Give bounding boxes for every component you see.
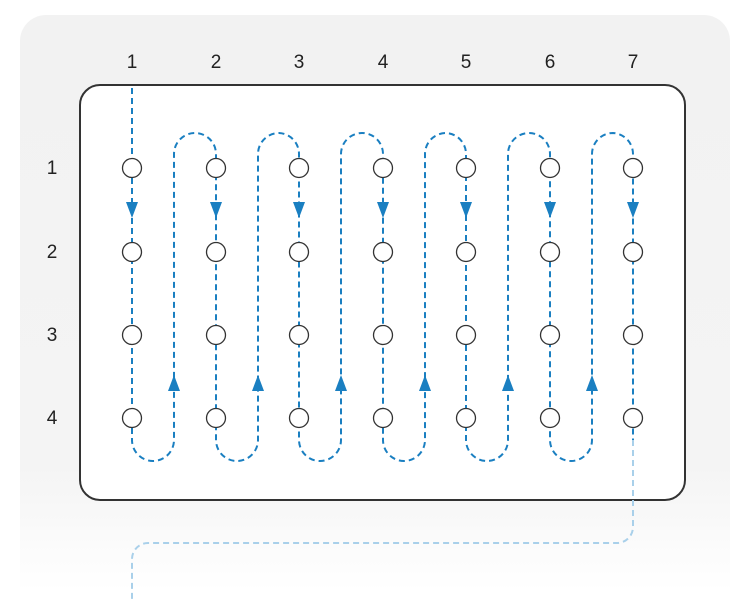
up-arrow xyxy=(168,375,180,391)
well xyxy=(372,157,394,179)
well xyxy=(205,324,227,346)
up-arrow xyxy=(252,375,264,391)
sampling-path xyxy=(131,88,635,600)
well xyxy=(205,157,227,179)
column-label: 3 xyxy=(294,52,305,73)
well xyxy=(539,157,561,179)
well xyxy=(121,241,143,263)
well xyxy=(455,407,477,429)
well xyxy=(539,324,561,346)
well xyxy=(622,407,644,429)
well xyxy=(372,407,394,429)
down-arrow xyxy=(377,202,389,218)
well xyxy=(205,407,227,429)
down-arrow xyxy=(210,202,222,218)
well xyxy=(372,241,394,263)
down-arrow xyxy=(460,202,472,218)
row-label: 1 xyxy=(47,158,58,179)
well xyxy=(622,157,644,179)
exit-path-line xyxy=(131,440,634,600)
well xyxy=(539,241,561,263)
up-arrow xyxy=(586,375,598,391)
well xyxy=(288,324,310,346)
well xyxy=(288,157,310,179)
well xyxy=(288,241,310,263)
down-arrow xyxy=(544,202,556,218)
column-label: 2 xyxy=(211,52,222,73)
down-arrow xyxy=(293,202,305,218)
wells xyxy=(121,157,644,429)
well xyxy=(622,241,644,263)
row-label: 2 xyxy=(47,242,58,263)
well xyxy=(121,324,143,346)
column-label: 4 xyxy=(378,52,389,73)
down-arrow xyxy=(126,202,138,218)
well xyxy=(288,407,310,429)
up-arrow xyxy=(502,375,514,391)
row-label: 4 xyxy=(47,408,58,429)
column-label: 7 xyxy=(628,52,639,73)
column-label: 6 xyxy=(545,52,556,73)
up-arrow xyxy=(335,375,347,391)
row-labels: 1 2 3 4 xyxy=(47,158,58,429)
down-arrow xyxy=(627,202,639,218)
well xyxy=(372,324,394,346)
well xyxy=(622,324,644,346)
well xyxy=(205,241,227,263)
row-label: 3 xyxy=(47,325,58,346)
well xyxy=(455,157,477,179)
direction-arrows xyxy=(126,202,639,391)
well xyxy=(455,241,477,263)
well xyxy=(455,324,477,346)
column-labels: 1 2 3 4 5 6 7 xyxy=(127,52,639,73)
well xyxy=(121,407,143,429)
column-label: 1 xyxy=(127,52,138,73)
well-plate-diagram: 1 2 3 4 5 6 7 1 2 3 4 xyxy=(47,52,686,600)
column-label: 5 xyxy=(461,52,472,73)
well xyxy=(121,157,143,179)
well xyxy=(539,407,561,429)
up-arrow xyxy=(419,375,431,391)
